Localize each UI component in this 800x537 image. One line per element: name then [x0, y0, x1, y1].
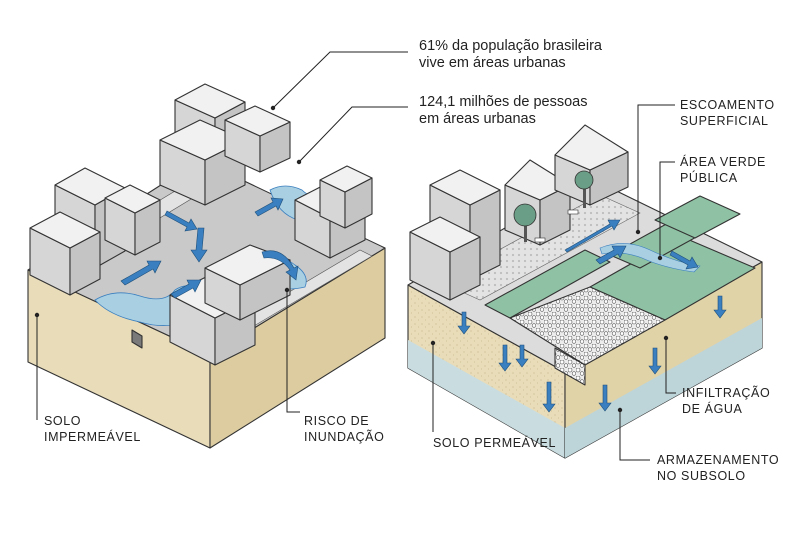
flow-arrow-icon — [164, 210, 198, 232]
right-building-4 — [554, 124, 629, 206]
right-building-2 — [409, 216, 481, 301]
right-soil-deep-side — [565, 318, 762, 458]
flood-risk-label-2: INUNDAÇÃO — [304, 430, 384, 444]
infiltration-label: INFILTRAÇÃO — [682, 386, 770, 400]
urban-population-abs-label-2: em áreas urbanas — [419, 111, 536, 127]
green-area-4 — [654, 195, 741, 239]
leader-lines — [34, 51, 676, 461]
runoff-label-2: SUPERFICIAL — [680, 114, 769, 128]
impermeable-soil-label-2: IMPERMEÁVEL — [44, 429, 141, 444]
urban-population-pct-label: 61% da população brasileira — [419, 38, 603, 54]
flow-arrow-icon — [648, 347, 662, 375]
flow-arrow-icon — [190, 227, 208, 263]
storm-drain — [131, 329, 143, 349]
infiltration-label-2: DE ÁGUA — [682, 401, 743, 416]
urban-population-pct-label-2: vive em áreas urbanas — [419, 55, 566, 71]
green-area-1 — [484, 249, 611, 319]
green-area-label: ÁREA VERDE — [680, 154, 766, 169]
left-building-3 — [104, 184, 161, 256]
storage-label: ARMAZENAMENTO — [657, 453, 779, 467]
green-area-label-2: PÚBLICA — [680, 170, 738, 185]
flow-arrow-icon — [515, 344, 529, 368]
impermeable-block — [27, 83, 386, 449]
runoff-label: ESCOAMENTO — [680, 98, 775, 112]
flow-arrow-icon — [120, 260, 162, 286]
infiltration-arrows — [457, 295, 727, 413]
flow-arrow-icon — [542, 381, 556, 413]
tree-icon — [513, 203, 537, 242]
flow-arrow-icon — [170, 279, 202, 299]
storage-label-2: NO SUBSOLO — [657, 469, 746, 483]
tree-icon — [574, 170, 594, 208]
flow-arrow-icon — [254, 197, 284, 217]
bench-icon — [534, 237, 546, 243]
left-building-8 — [319, 165, 373, 229]
flow-arrow-icon — [564, 219, 621, 253]
permeable-paving-side — [554, 347, 586, 386]
permeable-block — [407, 124, 763, 459]
runoff-water — [599, 243, 701, 273]
right-soil-deep-front — [408, 340, 565, 458]
urban-population-abs-label: 124,1 milhões de pessoas — [419, 94, 587, 110]
flow-arrow-icon — [261, 250, 299, 281]
right-surface-arrows — [564, 219, 699, 270]
flood-risk-label: RISCO DE — [304, 414, 369, 428]
left-flow-arrows — [120, 197, 299, 299]
bench-icon — [567, 209, 579, 215]
flow-arrow-icon — [598, 384, 612, 412]
flow-arrow-icon — [669, 250, 699, 270]
flow-arrow-icon — [457, 311, 471, 335]
permeable-paving — [509, 286, 666, 366]
flow-arrow-icon — [713, 295, 727, 319]
left-building-6 — [224, 105, 291, 173]
flow-arrow-icon — [595, 245, 627, 265]
labels: 61% da população brasileira vive em área… — [44, 38, 779, 483]
permeable-soil-label: SOLO PERMEÁVEL — [433, 435, 556, 450]
left-building-2 — [29, 211, 101, 296]
flow-arrow-icon — [498, 344, 512, 372]
impermeable-soil-label: SOLO — [44, 414, 81, 428]
